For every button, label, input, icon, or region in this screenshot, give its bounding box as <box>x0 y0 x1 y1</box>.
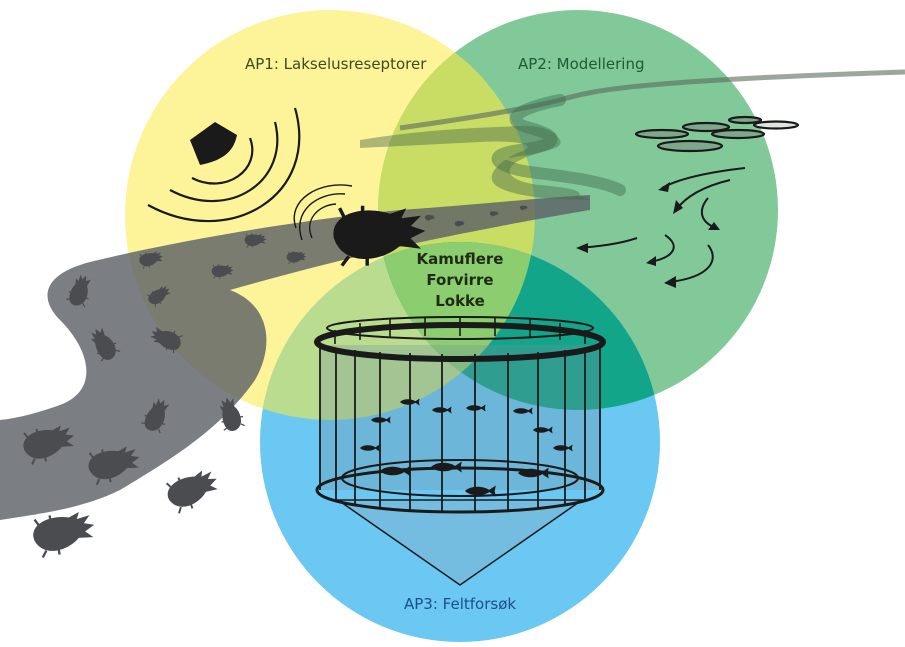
fish-pen-icon <box>681 121 731 133</box>
river-shape <box>0 195 590 520</box>
current-arrowheads <box>576 182 720 288</box>
fish-pen-icon <box>634 128 690 140</box>
net-pen-verticals <box>319 345 601 511</box>
overlap-ap2-ap3 <box>378 242 660 410</box>
net-pen-rail-posts <box>334 317 586 344</box>
center-term-2: Forvirre <box>426 271 493 289</box>
net-pen-inner-ring <box>341 459 579 497</box>
current-arrow-icon <box>669 244 714 283</box>
stream-meander <box>491 94 626 196</box>
small-signal-waves-icon <box>293 184 353 241</box>
overlap-ap1-ap3 <box>260 242 535 420</box>
fish-pen-icon <box>710 128 766 140</box>
salmon-louse-icon <box>162 465 223 516</box>
salmon-louse-icon <box>29 507 98 560</box>
center-term-3: Lokke <box>435 292 485 310</box>
fish-pen-icon <box>752 120 800 130</box>
fish-pens-group <box>634 115 800 153</box>
sensor-group <box>147 107 353 241</box>
fish-pen-icon <box>727 115 763 125</box>
label-ap3: AP3: Feltforsøk <box>404 595 516 613</box>
label-ap1: AP1: Lakselusreseptorer <box>245 55 427 73</box>
signal-waves-icon <box>147 107 301 223</box>
fish-pen-icon <box>656 139 724 153</box>
net-pen-cone <box>335 499 585 586</box>
sensor-icon <box>190 122 237 165</box>
stream-line <box>399 69 905 131</box>
stream-shape <box>360 125 590 200</box>
center-term-1: Kamuflere <box>417 250 504 268</box>
label-ap2: AP2: Modellering <box>518 55 644 73</box>
